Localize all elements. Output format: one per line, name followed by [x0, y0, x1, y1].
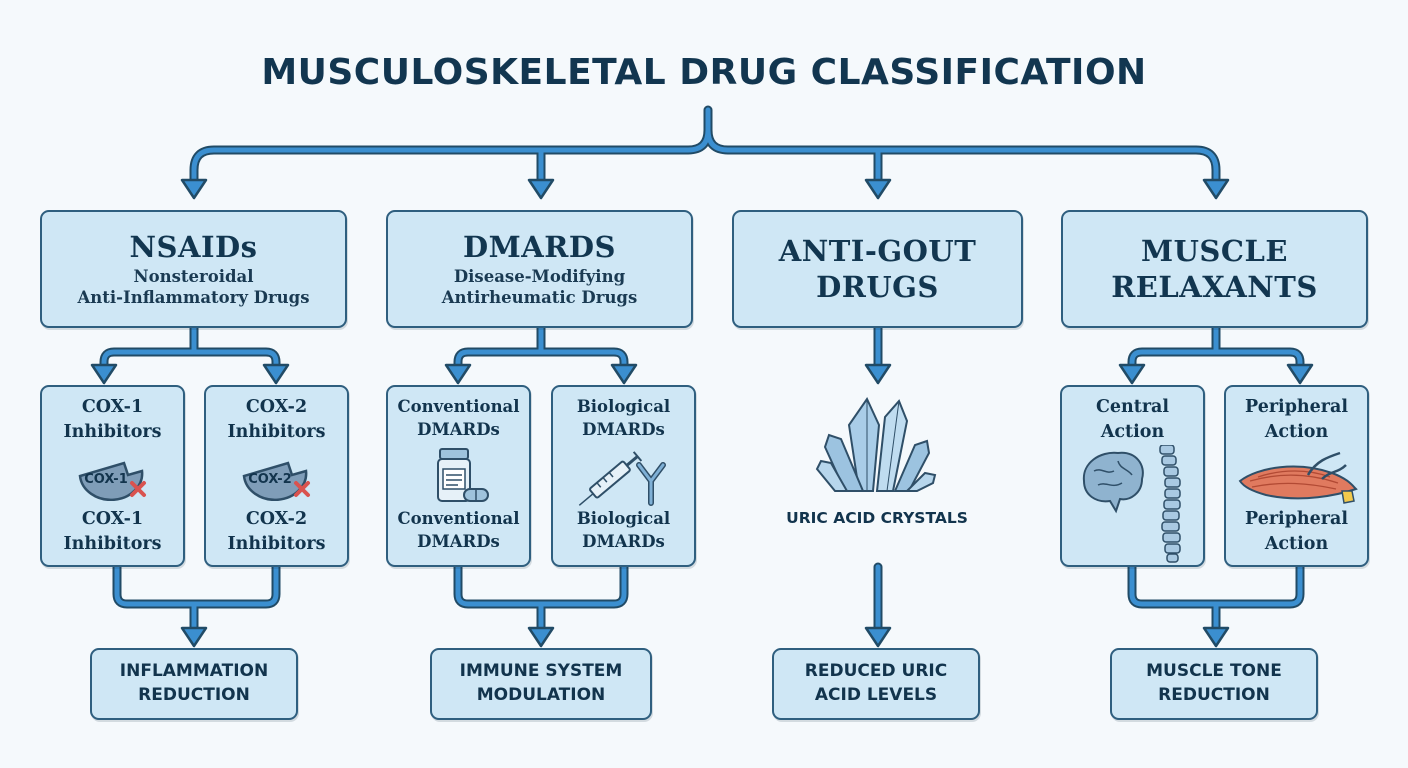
- arrowhead: [610, 363, 638, 385]
- category-muscle-relaxants: MUSCLE RELAXANTS: [1061, 210, 1368, 328]
- syringe-antibody-icon: [578, 451, 666, 506]
- arrowhead: [1286, 363, 1314, 385]
- subclass-label-repeat: Biological DMARDs: [576, 509, 671, 552]
- connector-outline: [536, 562, 629, 609]
- connector-line: [1129, 325, 1219, 368]
- cox-1-enzyme-blocked-icon: COX-1: [78, 461, 146, 501]
- connector-line: [101, 325, 197, 368]
- outcome-immune-system-modulation: IMMUNE SYSTEM MODULATION: [430, 648, 652, 720]
- subclass-label: Peripheral Action: [1245, 397, 1348, 442]
- connector-line: [1213, 564, 1303, 607]
- arrowhead: [90, 363, 118, 385]
- subclass-label-repeat: Peripheral Action: [1245, 509, 1348, 554]
- cox-1-enzyme-label: COX-1: [84, 472, 128, 487]
- connector-line: [1129, 564, 1219, 631]
- connector-outline: [703, 125, 1221, 185]
- connector-line: [538, 349, 627, 368]
- arrowhead: [1118, 363, 1146, 385]
- connector-line: [705, 127, 1219, 183]
- subclass-label: COX-1 Inhibitors: [63, 397, 162, 442]
- connector-outline: [189, 562, 281, 609]
- arrowhead: [864, 626, 892, 648]
- mechanism-uric-acid-crystals: URIC ACID CRYSTALS: [786, 509, 968, 527]
- connector-line: [191, 564, 279, 607]
- subclass-label: COX-2 Inhibitors: [227, 397, 326, 442]
- subclass-cox1-inhibitors: COX-1 Inhibitors COX-1 COX-1 Inhibitors: [40, 385, 185, 567]
- subclass-peripheral-action: Peripheral Action Peripheral Action: [1224, 385, 1369, 567]
- connector-outline: [189, 105, 713, 185]
- cox-2-enzyme-label: COX-2: [248, 472, 292, 487]
- subclass-cox2-inhibitors: COX-2 Inhibitors COX-2 COX-2 Inhibitors: [204, 385, 349, 567]
- subclass-label-repeat: COX-2 Inhibitors: [227, 509, 326, 554]
- subclass-biological-dmards: Biological DMARDs Biological DMARDs: [551, 385, 696, 567]
- arrowhead: [864, 363, 892, 385]
- category-nsaids: NSAIDs Nonsteroidal Anti-Inflammatory Dr…: [40, 210, 347, 328]
- category-title: MUSCLE RELAXANTS: [1111, 233, 1318, 304]
- arrowhead: [180, 178, 208, 200]
- connector-outline: [453, 562, 546, 633]
- subclass-conventional-dmards: Conventional DMARDs Conventional DMARDs: [386, 385, 531, 567]
- connector-outline: [1127, 562, 1221, 633]
- connector-line: [1213, 349, 1303, 368]
- subclass-central-action: Central Action: [1060, 385, 1205, 567]
- page-title: MUSCULOSKELETAL DRUG CLASSIFICATION: [261, 52, 1147, 93]
- arrowhead: [262, 363, 290, 385]
- cox-2-enzyme-blocked-icon: COX-2: [242, 461, 310, 501]
- subclass-label: Biological DMARDs: [576, 397, 671, 440]
- pill-bottle-icon: [437, 448, 489, 502]
- subclass-label: Central Action: [1095, 397, 1170, 442]
- category-dmards: DMARDS Disease-Modifying Antirheumatic D…: [386, 210, 693, 328]
- connector-line: [455, 325, 544, 368]
- outcome-muscle-tone-reduction: MUSCLE TONE REDUCTION: [1110, 648, 1318, 720]
- category-subtitle-line-1: Nonsteroidal: [133, 266, 254, 286]
- connector-outline: [99, 323, 199, 370]
- arrowhead: [527, 178, 555, 200]
- arrowhead: [864, 178, 892, 200]
- category-subtitle-line-2: Anti-Inflammatory Drugs: [77, 288, 310, 308]
- category-subtitle-line-1: Disease-Modifying: [453, 266, 626, 286]
- connector-outline: [112, 562, 199, 633]
- subclass-label-repeat: COX-1 Inhibitors: [63, 509, 162, 554]
- outcome-inflammation-reduction: INFLAMMATION REDUCTION: [90, 648, 298, 720]
- subclass-label: Conventional DMARDs: [397, 397, 520, 440]
- subclass-label-repeat: Conventional DMARDs: [397, 509, 520, 552]
- arrowhead: [444, 363, 472, 385]
- connector-line: [114, 564, 197, 631]
- arrowhead: [180, 626, 208, 648]
- connector-line: [191, 107, 711, 183]
- muscle-nerve-icon: [1238, 451, 1358, 504]
- category-title: DMARDS: [463, 230, 616, 265]
- category-title: NSAIDs: [129, 230, 258, 265]
- category-subtitle-line-2: Antirheumatic Drugs: [441, 288, 638, 308]
- category-title: ANTI-GOUT DRUGS: [778, 233, 977, 304]
- arrowhead: [527, 626, 555, 648]
- arrowhead: [1202, 626, 1230, 648]
- connector-outline: [1127, 323, 1221, 370]
- connector-line: [191, 349, 279, 368]
- connector-line: [455, 564, 544, 631]
- connector-outline: [453, 323, 546, 370]
- arrowhead: [1202, 178, 1230, 200]
- connector-line: [538, 564, 627, 607]
- uric-acid-crystals-icon: [815, 396, 937, 492]
- connector-outline: [1211, 562, 1305, 609]
- brain-spine-icon: [1082, 445, 1181, 563]
- category-anti-gout: ANTI-GOUT DRUGS: [732, 210, 1023, 328]
- outcome-reduced-uric-acid-levels: REDUCED URIC ACID LEVELS: [772, 648, 980, 720]
